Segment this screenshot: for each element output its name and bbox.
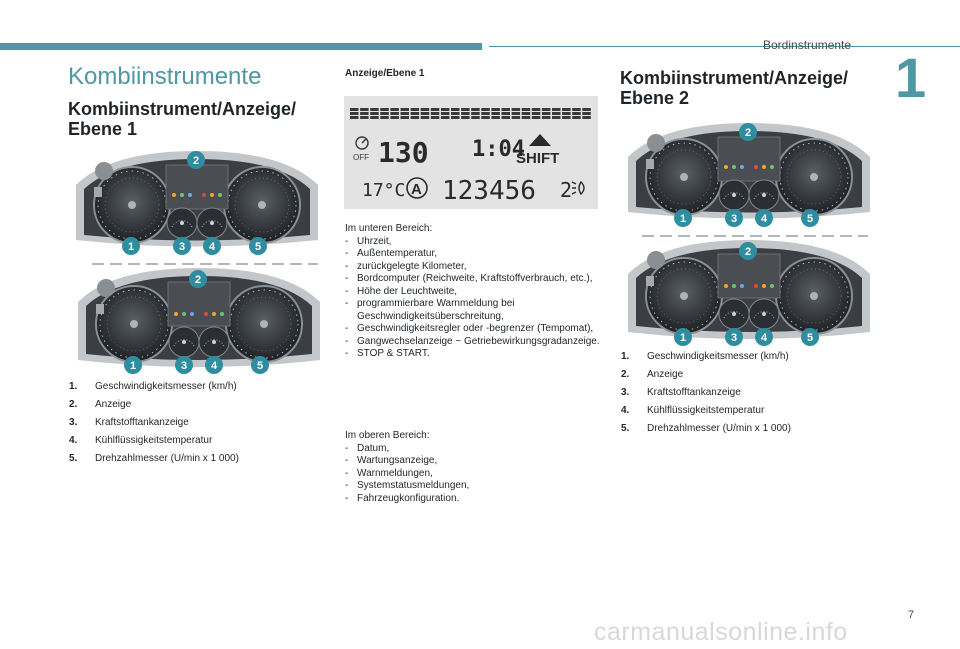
item-number: 5. (621, 423, 630, 434)
item-number: 2. (621, 369, 630, 380)
lower-list: Uhrzeit,Außentemperatur,zurückgelegte Ki… (345, 236, 603, 361)
lcd-auto: A (411, 181, 422, 198)
header-bar (0, 43, 482, 50)
bullet-item: Geschwindigkeitsregler oder -begrenzer (… (345, 323, 603, 336)
bullet-item: Uhrzeit, (345, 236, 603, 249)
item-text: Kraftstofftankanzeige (95, 417, 189, 428)
upper-list: Datum,Wartungsanzeige,Warnmeldungen,Syst… (345, 443, 603, 506)
headlamp-icon (571, 180, 585, 196)
item-number: 3. (621, 387, 630, 398)
instrument-cluster-l2a (622, 117, 876, 227)
cruise-off-icon (355, 136, 369, 150)
lower-intro: Im unteren Bereich: (345, 223, 433, 234)
left-item: 5. Drehzahlmesser (U/min x 1 000) (69, 452, 239, 470)
section-title: Kombiinstrumente (68, 63, 262, 90)
item-number: 3. (69, 417, 78, 428)
item-text: Drehzahlmesser (U/min x 1 000) (95, 453, 239, 464)
heading-display-level1: Anzeige/Ebene 1 (345, 68, 425, 79)
page-number: 7 (908, 609, 915, 621)
bullet-item: Gangwechselanzeige ~ Getriebewirkungsgra… (345, 336, 603, 349)
item-text: Kühlflüssigkeitstemperatur (647, 405, 765, 416)
header-rule (489, 46, 960, 47)
item-number: 1. (621, 351, 630, 362)
bullet-item: programmierbare Warnmeldung bei Geschwin… (345, 298, 603, 323)
right-item: 2. Anzeige (621, 368, 791, 386)
bullet-item: Wartungsanzeige, (345, 455, 603, 468)
bullet-item: Bordcomputer (Reichweite, Kraftstoffverb… (345, 273, 603, 286)
left-item: 4. Kühlflüssigkeitstemperatur (69, 434, 239, 452)
legend-list-right: 1. Geschwindigkeitsmesser (km/h) 2. Anzeige… (621, 350, 791, 440)
item-text: Anzeige (647, 369, 684, 380)
item-number: 4. (69, 435, 78, 446)
shift-up-icon (529, 134, 551, 146)
left-item: 1. Geschwindigkeitsmesser (km/h) (69, 380, 239, 398)
bullet-item: Warnmeldungen, (345, 468, 603, 481)
right-item: 3. Kraftstofftankanzeige (621, 386, 791, 404)
bullet-item: zurückgelegte Kilometer, (345, 261, 603, 274)
item-text: Geschwindigkeitsmesser (km/h) (647, 351, 789, 362)
bullet-item: STOP & START. (345, 348, 603, 361)
right-item: 5. Drehzahlmesser (U/min x 1 000) (621, 422, 791, 440)
item-text: Geschwindigkeitsmesser (km/h) (95, 381, 237, 392)
upper-area-block: Im oberen Bereich: Datum,Wartungsanzeige… (345, 430, 603, 505)
item-number: 4. (621, 405, 630, 416)
right-item: 1. Geschwindigkeitsmesser (km/h) (621, 350, 791, 368)
lcd-display: OFF 130 1:04 SHIFT 17°C A 123456 2 (344, 96, 598, 209)
right-item: 4. Kühlflüssigkeitstemperatur (621, 404, 791, 422)
chapter-number: 1 (895, 46, 927, 109)
item-number: 5. (69, 453, 78, 464)
legend-list-left: 1. Geschwindigkeitsmesser (km/h) 2. Anzeige… (69, 380, 239, 470)
heading-level1: Kombiinstrument/Anzeige/ Ebene 1 (68, 99, 297, 139)
left-item: 2. Anzeige (69, 398, 239, 416)
bullet-item: Außentemperatur, (345, 248, 603, 261)
heading-level2: Kombiinstrument/Anzeige/ Ebene 2 (620, 68, 849, 108)
bullet-item: Systemstatusmeldungen, (345, 480, 603, 493)
item-number: 1. (69, 381, 78, 392)
instrument-cluster-l2b (622, 234, 876, 348)
bullet-item: Höhe der Leuchtweite, (345, 286, 603, 299)
item-text: Anzeige (95, 399, 132, 410)
lcd-level: 2 (560, 178, 572, 202)
instrument-cluster-l1b (72, 262, 326, 376)
instrument-cluster-l1a (70, 145, 324, 255)
chapter-title: Bordinstrumente (763, 38, 852, 52)
upper-intro: Im oberen Bereich: (345, 430, 430, 441)
lcd-speed: 130 (378, 136, 429, 169)
bullet-item: Datum, (345, 443, 603, 456)
lcd-shift: SHIFT (516, 150, 559, 167)
start-stop-icon (406, 177, 428, 199)
watermark: carmanualsonline.info (594, 618, 848, 646)
item-text: Drehzahlmesser (U/min x 1 000) (647, 423, 791, 434)
item-text: Kühlflüssigkeitstemperatur (95, 435, 213, 446)
bullet-item: Fahrzeugkonfiguration. (345, 493, 603, 506)
left-item: 3. Kraftstofftankanzeige (69, 416, 239, 434)
lcd-off: OFF (353, 153, 369, 162)
lcd-odometer: 123456 (442, 176, 536, 206)
lcd-temp: 17°C (362, 180, 405, 201)
item-text: Kraftstofftankanzeige (647, 387, 741, 398)
item-number: 2. (69, 399, 78, 410)
lower-area-block: Im unteren Bereich: Uhrzeit,Außentempera… (345, 223, 603, 361)
lcd-time: 1:04 (472, 137, 525, 162)
